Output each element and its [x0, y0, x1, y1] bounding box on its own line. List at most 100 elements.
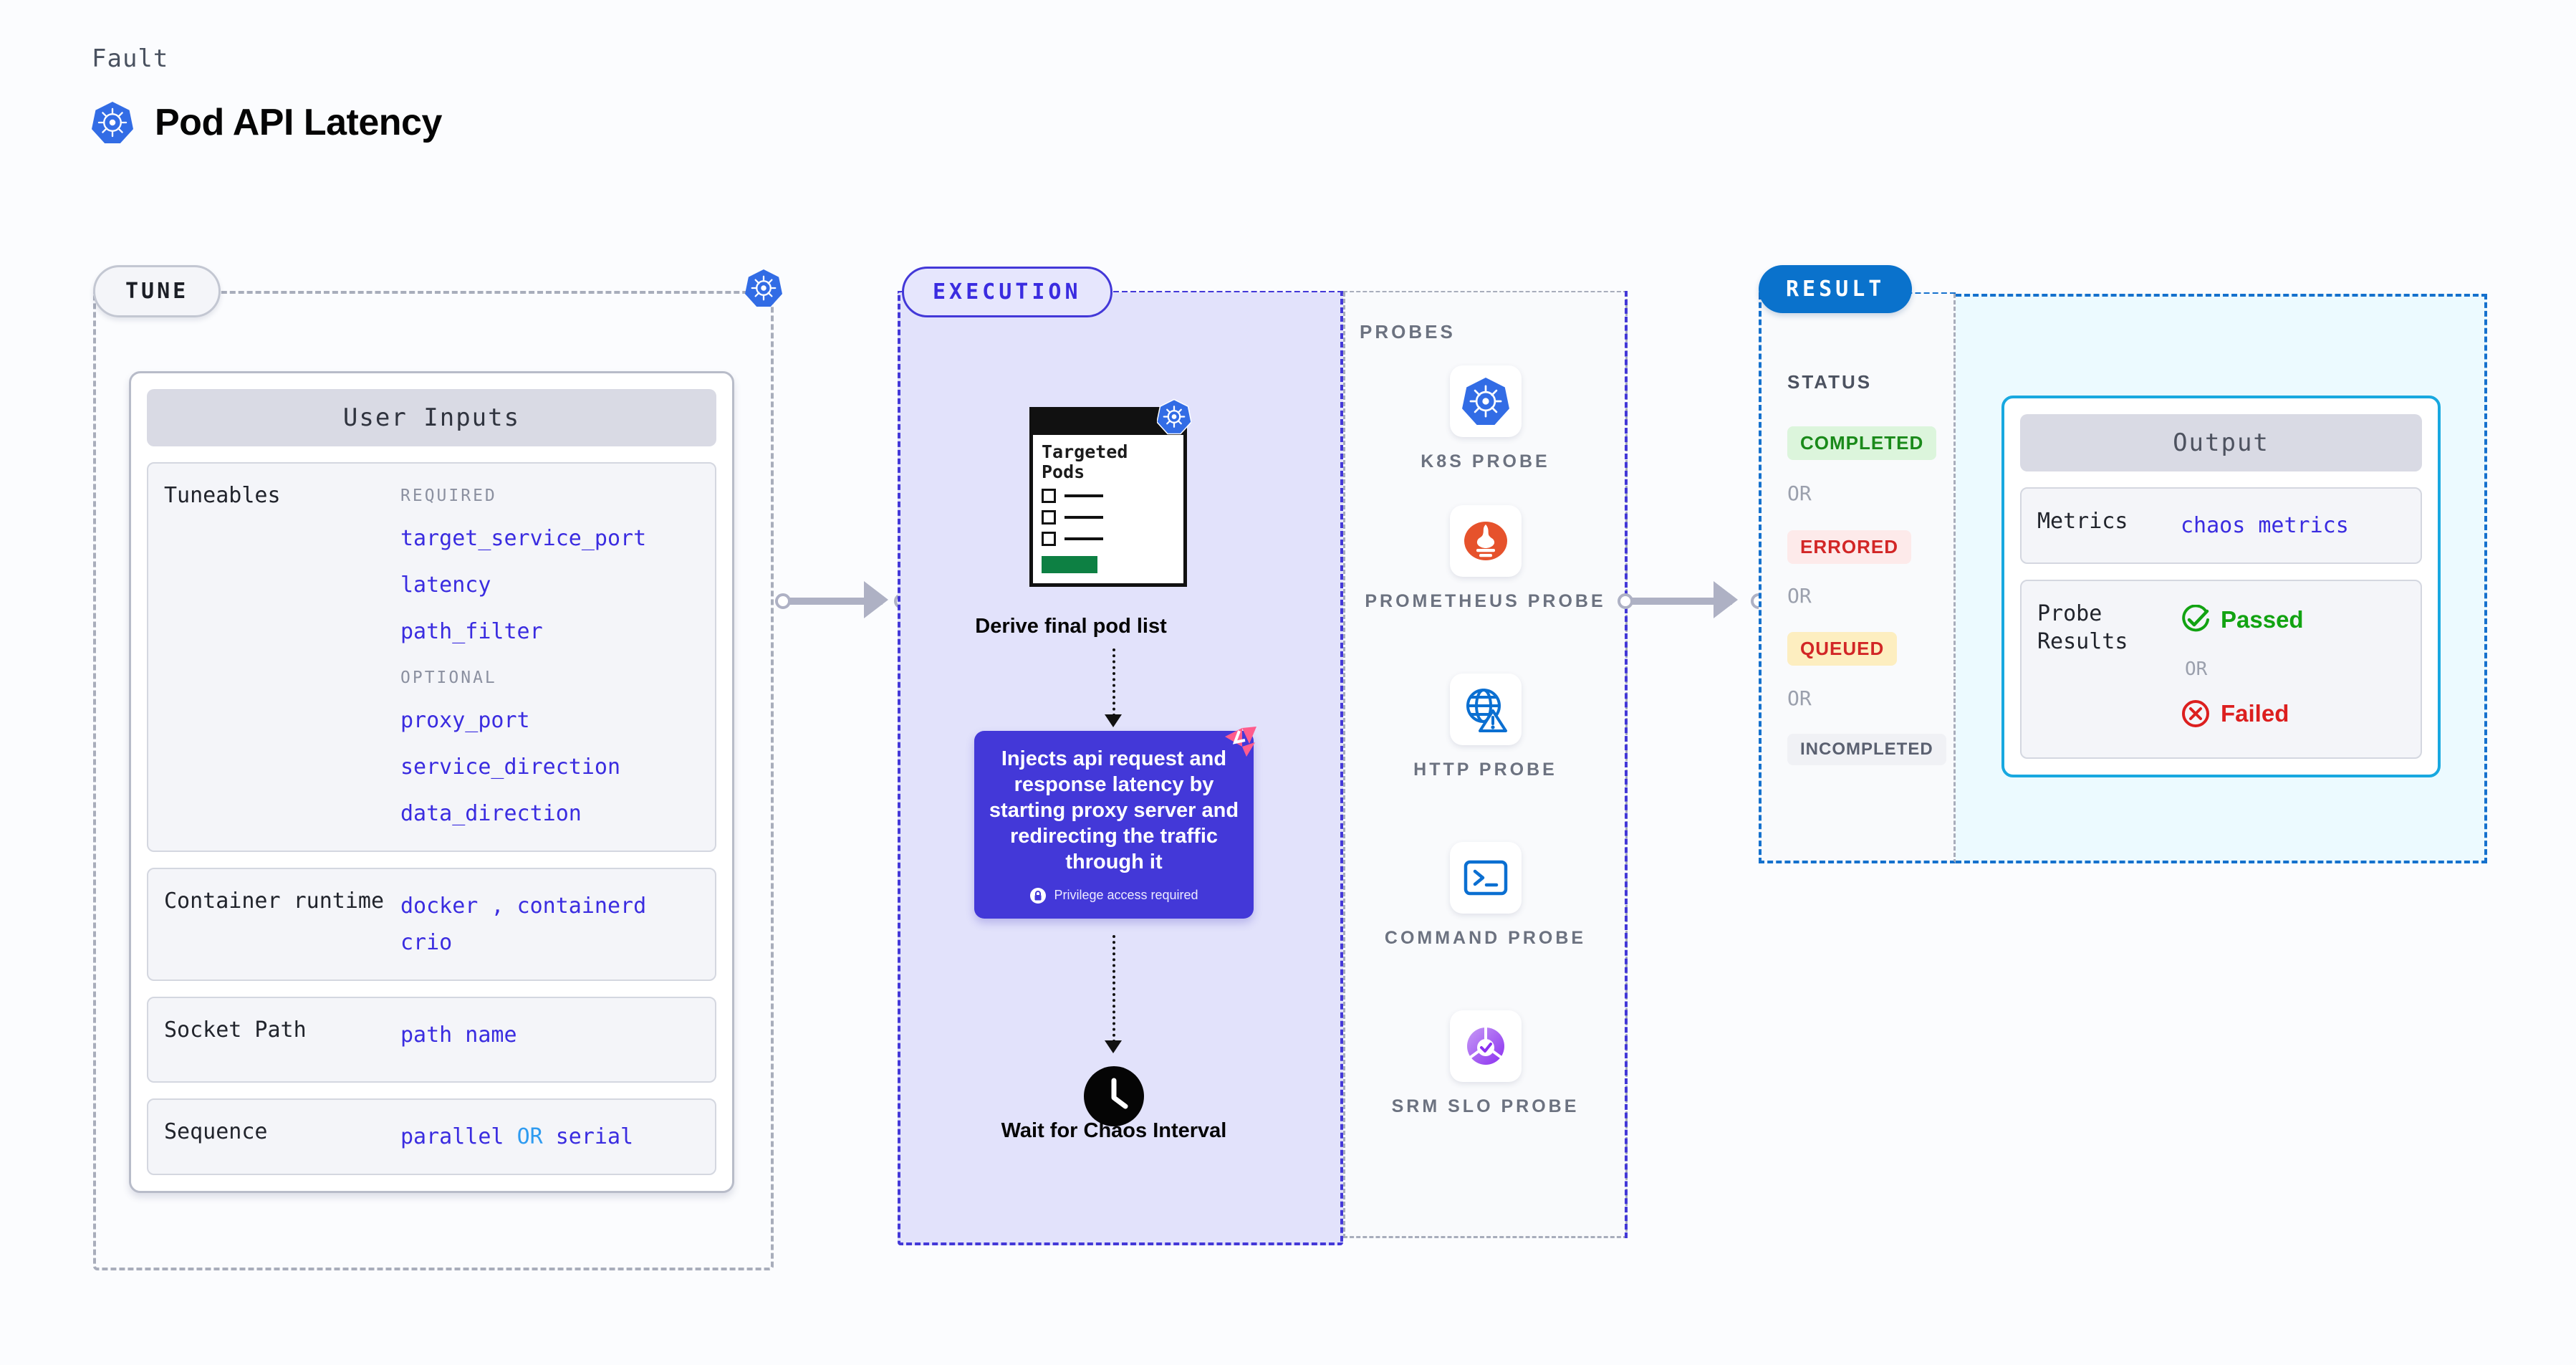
flow-arrow-inject-to-wait [1112, 935, 1115, 1043]
probe-item-http[interactable]: HTTP PROBE [1343, 674, 1628, 782]
pods-list-item [1042, 532, 1175, 546]
tuneable-service-direction[interactable]: service_direction [400, 755, 621, 780]
tuneable-target-service-port[interactable]: target_service_port [400, 526, 647, 552]
kubernetes-icon [745, 268, 782, 308]
checkbox-icon [1042, 510, 1056, 525]
inject-description-text: Injects api request and response latency… [989, 747, 1239, 873]
sequence-key: Sequence [164, 1119, 268, 1145]
probe-results-row: Probe Results Passed OR [2020, 580, 2422, 759]
tuneables-row: Tuneables REQUIRED target_service_port l… [147, 462, 716, 853]
status-badge-completed: COMPLETED [1787, 426, 1937, 460]
inject-description-box: Injects api request and response latency… [974, 731, 1254, 919]
status-label: STATUS [1787, 371, 1873, 393]
status-badge-text: INCOMPLETED [1787, 734, 1946, 765]
sequence-parallel[interactable]: parallel [400, 1124, 504, 1150]
metrics-value-wrap: chaos metrics [2181, 507, 2405, 544]
fault-eyebrow: Fault [92, 44, 169, 73]
probe-item-prometheus[interactable]: PROMETHEUS PROBE [1343, 505, 1628, 614]
socket-path-values: path name [400, 1017, 699, 1063]
required-label: REQUIRED [400, 487, 497, 505]
sequence-row: Sequence parallel OR serial [147, 1098, 716, 1176]
runtime-crio[interactable]: crio [400, 930, 453, 956]
output-title: Output [2020, 414, 2422, 471]
metrics-value[interactable]: chaos metrics [2181, 513, 2349, 538]
terminal-icon [1449, 842, 1522, 914]
failed-label: Failed [2221, 700, 2289, 727]
tune-panel-top-border [93, 291, 774, 294]
or-label: OR [2185, 658, 2208, 681]
or-label: OR [1787, 482, 1812, 505]
tuneable-path-filter[interactable]: path_filter [400, 619, 543, 645]
x-circle-icon [2181, 699, 2211, 729]
tune-panel [93, 292, 774, 1270]
probe-results-key: Probe Results [2037, 601, 2128, 654]
status-badge-text: ERRORED [1787, 530, 1912, 564]
probe-result-failed: Failed [2181, 694, 2405, 734]
result-chip[interactable]: RESULT [1759, 265, 1913, 313]
globe-warning-icon [1449, 674, 1522, 745]
tuneables-values: REQUIRED target_service_port latency pat… [400, 482, 699, 832]
pods-body: Targeted Pods [1033, 435, 1183, 583]
or-label: OR [1787, 686, 1812, 710]
probe-item-k8s[interactable]: K8S PROBE [1343, 365, 1628, 474]
socket-path-key: Socket Path [164, 1017, 307, 1043]
status-badge-errored: ERRORED [1787, 530, 1912, 564]
status-badge-incompleted: INCOMPLETED [1787, 734, 1946, 765]
probes-title: PROBES [1360, 321, 1456, 343]
tuneable-proxy-port[interactable]: proxy_port [400, 708, 530, 734]
pods-list-item [1042, 489, 1175, 503]
tune-chip[interactable]: TUNE [93, 265, 221, 317]
probe-item-srm-slo[interactable]: SRM SLO PROBE [1343, 1010, 1628, 1119]
optional-label: OPTIONAL [400, 669, 497, 688]
pods-title: Targeted Pods [1042, 441, 1128, 482]
checkbox-icon [1042, 532, 1056, 546]
derive-pod-list-label: Derive final pod list [975, 615, 1167, 638]
probe-result-passed: Passed [2181, 600, 2405, 640]
sequence-values: parallel OR serial [400, 1119, 699, 1155]
probes-panel-top-border [1343, 291, 1628, 293]
page-header: Fault Pod API Latency [92, 44, 442, 145]
status-or-3: OR [1787, 686, 1812, 710]
metrics-row: Metrics chaos metrics [2020, 487, 2422, 564]
sequence-serial[interactable]: serial [555, 1124, 634, 1150]
container-runtime-values: docker , containerd crio [400, 888, 699, 961]
status-badge-text: QUEUED [1787, 632, 1898, 666]
kubernetes-icon [92, 100, 133, 145]
probe-label: K8S PROBE [1421, 451, 1550, 471]
status-badge-text: COMPLETED [1787, 426, 1937, 460]
tuneables-key: Tuneables [164, 483, 281, 508]
placeholder-line [1064, 494, 1103, 497]
socket-path-row: Socket Path path name [147, 997, 716, 1083]
probe-results-values: Passed OR Failed [2181, 600, 2405, 739]
or-label: OR [1787, 584, 1812, 608]
runtime-docker[interactable]: docker [400, 894, 479, 919]
litmus-chaos-icon [1218, 725, 1258, 762]
arrow-head-icon [1105, 1040, 1122, 1053]
output-card: Output Metrics chaos metrics Probe Resul… [2001, 396, 2441, 777]
srm-slo-icon [1449, 1010, 1522, 1082]
checkbox-icon [1042, 489, 1056, 503]
probe-label: HTTP PROBE [1413, 760, 1557, 780]
runtime-containerd[interactable]: containerd [516, 894, 647, 919]
metrics-key: Metrics [2037, 509, 2128, 534]
pods-list-item [1042, 510, 1175, 525]
socket-path-value[interactable]: path name [400, 1022, 517, 1048]
tuneable-latency[interactable]: latency [400, 573, 491, 598]
result-status-column [1759, 294, 1956, 863]
tuneable-data-direction[interactable]: data_direction [400, 801, 582, 827]
arrow-head-icon [1105, 714, 1122, 727]
page-title: Pod API Latency [155, 102, 442, 143]
container-runtime-row: Container runtime docker , containerd cr… [147, 868, 716, 982]
probe-label: PROMETHEUS PROBE [1365, 591, 1606, 611]
probe-item-command[interactable]: COMMAND PROBE [1343, 842, 1628, 951]
check-circle-icon [2181, 605, 2211, 635]
sequence-separator: OR [516, 1124, 543, 1150]
clock-icon [1084, 1066, 1144, 1126]
execution-chip[interactable]: EXECUTION [902, 267, 1112, 317]
container-runtime-key: Container runtime [164, 889, 385, 914]
targeted-pods-card: Targeted Pods [1029, 398, 1191, 587]
passed-label: Passed [2221, 606, 2304, 633]
probe-label: COMMAND PROBE [1384, 928, 1587, 948]
execution-panel-right-border [1625, 291, 1628, 1238]
status-or-2: OR [1787, 584, 1812, 608]
